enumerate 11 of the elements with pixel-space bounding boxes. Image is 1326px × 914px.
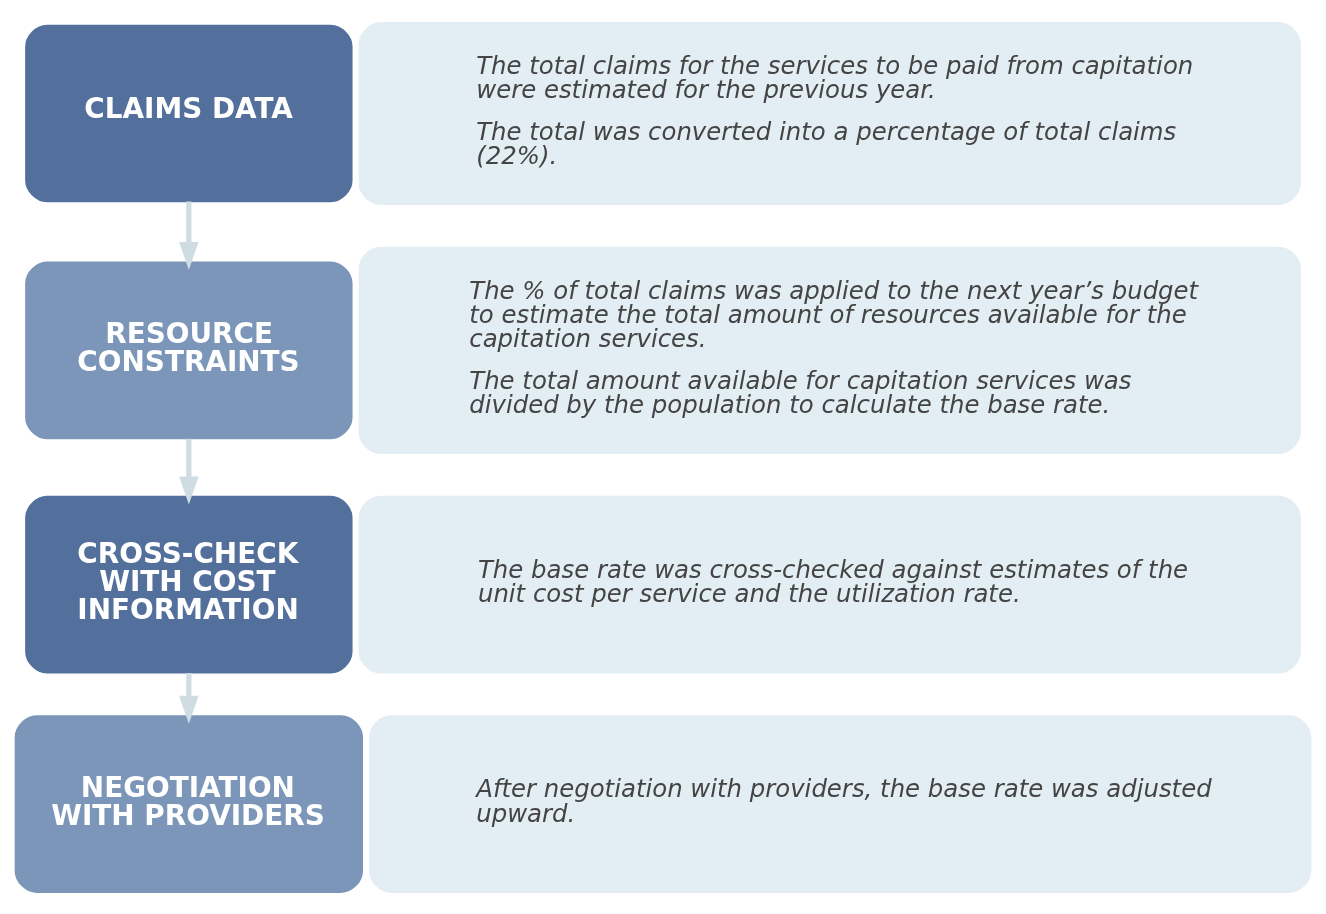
node-box: After negotiation with providers, the base rate was adjusted upward.	[369, 714, 1312, 893]
node-box: RESOURCE CONSTRAINTS	[25, 261, 353, 439]
arrow	[179, 438, 199, 504]
node-box: The total claims for the services to be paid from capitation were estimated for the previous year. The total was converted into a percentage of total claims (22%).	[358, 21, 1301, 205]
node-box: The % of total claims was applied to the next year’s budget to estimate the total amount of resources available for the capitation services. The total amount available for capitation services was divided by the population to calculate the base rate.	[358, 246, 1301, 454]
arrow	[179, 672, 199, 724]
node-box: CLAIMS DATA	[25, 24, 353, 202]
node-box: CROSS-CHECK WITH COST INFORMATION	[25, 495, 353, 673]
node-box: The base rate was cross-checked against estimates of the unit cost per service and the utilization rate.	[358, 495, 1301, 673]
arrow	[179, 201, 199, 270]
node-box: NEGOTIATION WITH PROVIDERS	[14, 714, 363, 893]
